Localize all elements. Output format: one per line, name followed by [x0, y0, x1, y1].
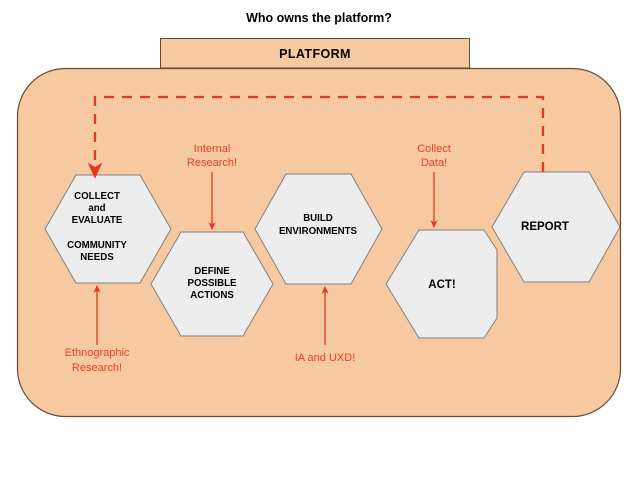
platform-bar [160, 38, 470, 69]
stage-label-line: and [88, 203, 105, 214]
stage-label-line: REPORT [521, 221, 569, 233]
stage-hexagon-act[interactable]: ACT! [385, 229, 498, 339]
stage-hexagon-build-environments[interactable]: BUILD ENVIRONMENTS [254, 173, 383, 285]
hexagon-shape [491, 171, 621, 283]
annotation-internal-research: Internal Research! [187, 143, 237, 231]
stage-label-line: EVALUATE [72, 215, 123, 226]
stage-hexagon-report[interactable]: REPORT [491, 171, 621, 283]
hexagon-shape [385, 229, 498, 339]
stage-label-line: ACT! [428, 279, 455, 291]
hexagon-shape [44, 174, 172, 284]
stage-label-line: COLLECT [74, 191, 120, 202]
stage-label-line: ENVIRONMENTS [279, 226, 358, 237]
platform-bar-label: PLATFORM [279, 47, 351, 61]
hexagon-shape [150, 231, 274, 337]
annotation-label-line: Internal [194, 143, 231, 155]
annotation-ia-and-uxd: IA and UXD! [295, 285, 356, 364]
stage-hexagon-collect-evaluate[interactable]: COLLECT and EVALUATE COMMUNITY NEEDS [44, 174, 172, 284]
stage-label-line: POSSIBLE [188, 278, 238, 289]
annotation-label-line: Data! [421, 157, 447, 169]
stage-label-line: DEFINE [194, 266, 230, 277]
page-title: Who owns the platform? [246, 11, 392, 25]
feedback-loop-arrow [87, 95, 545, 179]
annotation-label-line: Collect [417, 143, 451, 155]
annotation-collect-data: Collect Data! [417, 143, 451, 229]
hexagon-shape [254, 173, 383, 285]
feedback-loop-path [87, 95, 545, 179]
stage-hexagon-define-possible-actions[interactable]: DEFINE POSSIBLE ACTIONS [150, 231, 274, 337]
stage-label-line: COMMUNITY [67, 240, 127, 251]
stage-label-line: NEEDS [80, 252, 114, 263]
annotation-label-line: Ethnographic [65, 347, 130, 359]
stage-label-line: ACTIONS [190, 290, 234, 301]
annotation-label-line: Research! [72, 362, 122, 374]
annotation-label-line: IA and UXD! [295, 352, 356, 364]
annotation-ethnographic-research: Ethnographic Research! [65, 284, 130, 374]
annotation-label-line: Research! [187, 157, 237, 169]
stage-label-line: BUILD [303, 213, 333, 224]
